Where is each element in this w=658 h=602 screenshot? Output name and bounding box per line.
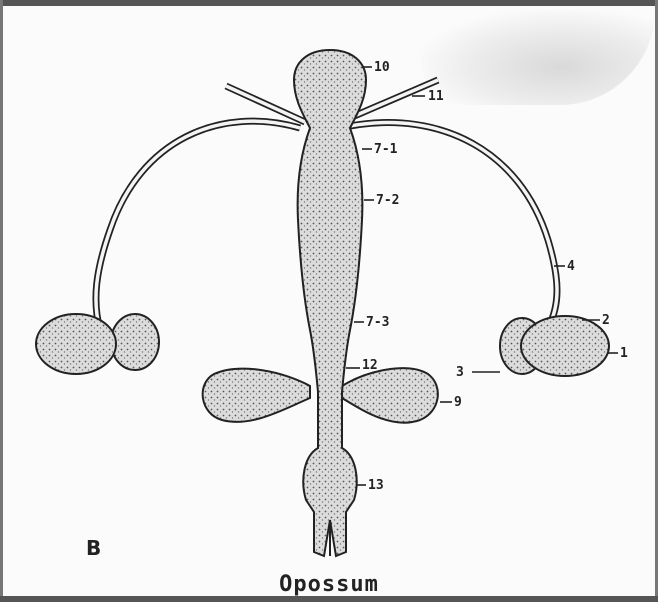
left-ductus-deferens bbox=[96, 121, 300, 330]
left-bulbourethral-gland bbox=[203, 369, 310, 422]
label-7-2: 7-2 bbox=[376, 194, 399, 207]
right-testis bbox=[521, 316, 609, 376]
label-10: 10 bbox=[374, 61, 390, 74]
label-7-3: 7-3 bbox=[366, 316, 389, 329]
label-13: 13 bbox=[368, 479, 384, 492]
label-12: 12 bbox=[362, 359, 378, 372]
left-testis bbox=[36, 314, 116, 374]
right-bulbourethral-gland bbox=[342, 368, 438, 422]
label-1: 1 bbox=[620, 347, 628, 360]
label-9: 9 bbox=[454, 396, 462, 409]
label-11: 11 bbox=[428, 90, 444, 103]
label-7-1: 7-1 bbox=[374, 143, 397, 156]
figure-caption: Opossum bbox=[0, 572, 658, 597]
label-4: 4 bbox=[567, 260, 575, 273]
panel-letter: B bbox=[86, 536, 101, 560]
left-epididymis bbox=[111, 314, 159, 370]
label-2: 2 bbox=[602, 314, 610, 327]
label-3: 3 bbox=[456, 366, 464, 379]
leader-lines bbox=[346, 67, 618, 485]
